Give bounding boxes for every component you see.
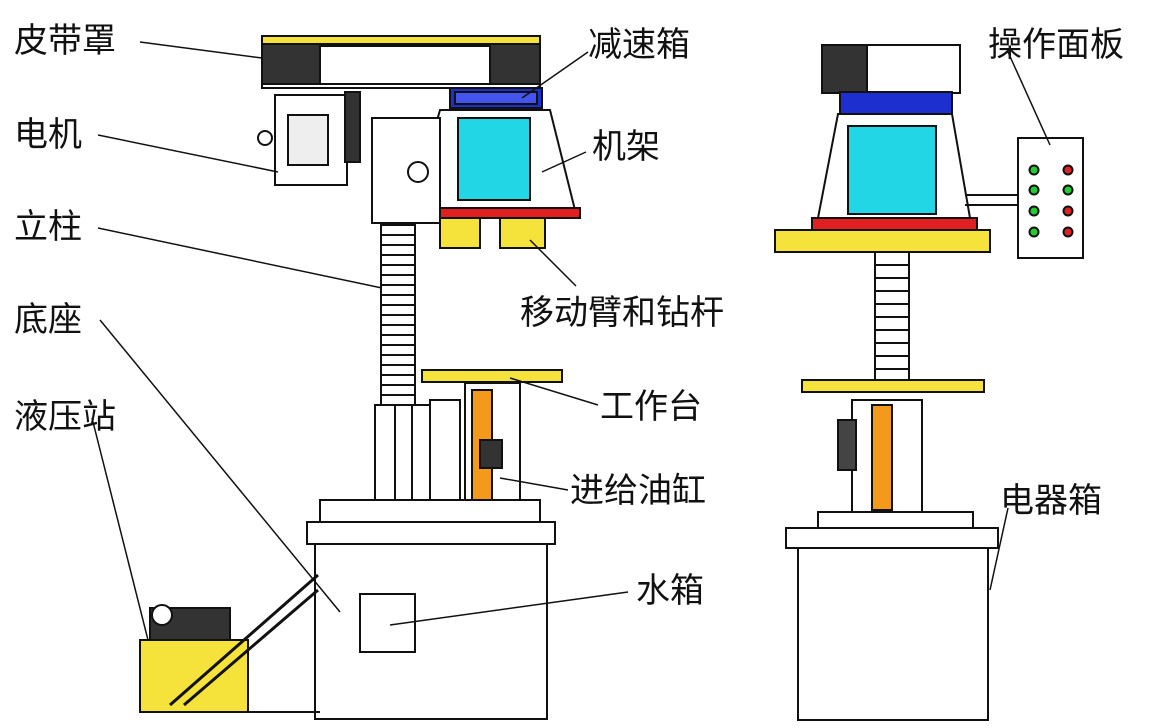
label-operation-panel: 操作面板 (988, 25, 1124, 65)
side-view-electrical-box (785, 511, 999, 721)
column-head (371, 117, 441, 224)
label-frame: 机架 (592, 127, 660, 167)
hydraulic-station-shape (139, 573, 319, 713)
label-base: 底座 (14, 300, 82, 340)
side-view-top (774, 44, 991, 253)
column-shape (374, 224, 461, 501)
motor-shape (257, 91, 361, 186)
belt-cover-shape (261, 35, 541, 89)
operation-panel-shape (965, 137, 1084, 259)
frame-shape (407, 109, 581, 249)
label-motor: 电机 (14, 115, 82, 155)
label-hydraulic-station: 液压站 (14, 397, 116, 437)
label-column: 立柱 (14, 207, 82, 247)
label-reducer: 减速箱 (588, 25, 690, 65)
label-water-tank: 水箱 (636, 571, 704, 611)
worktable-shape (421, 369, 563, 502)
base-shape (140, 499, 556, 720)
reducer-shape (449, 87, 543, 109)
side-view-column (801, 251, 985, 513)
label-electrical-box: 电器箱 (1000, 481, 1102, 521)
label-belt-cover: 皮带罩 (14, 21, 116, 61)
label-feed-cylinder: 进给油缸 (570, 471, 706, 511)
label-worktable: 工作台 (600, 387, 702, 427)
leader-lines (91, 41, 1051, 641)
label-moving-arm: 移动臂和钻杆 (520, 293, 724, 333)
